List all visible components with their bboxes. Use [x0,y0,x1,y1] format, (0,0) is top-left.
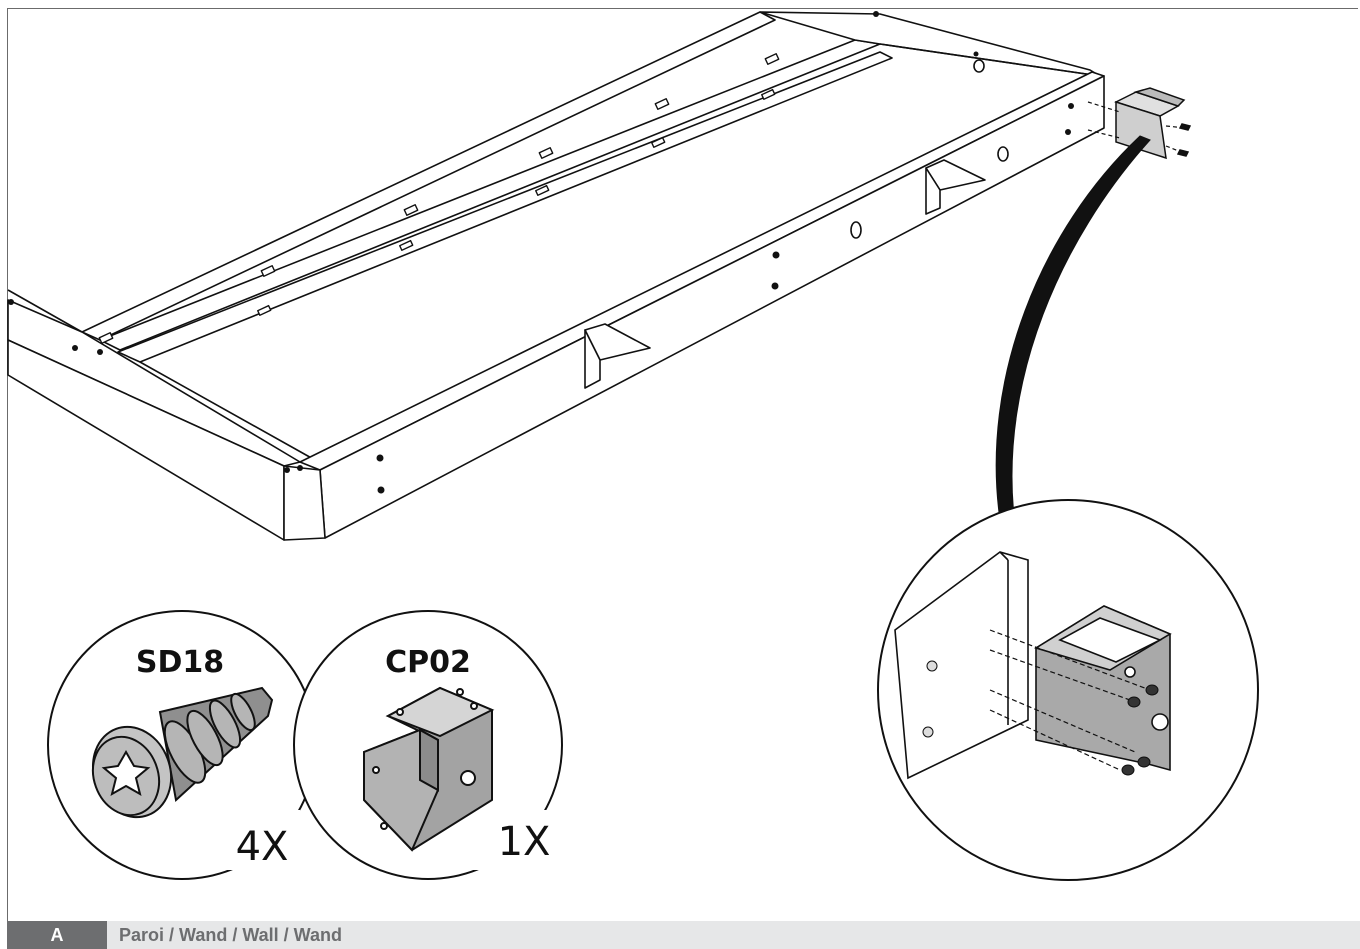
part-circle-cp02: CP02 1X [293,610,563,880]
corner-bracket-icon [363,686,495,852]
wall-frame-drawing [7,11,1105,541]
quantity-sd18: 4X [236,824,289,870]
callout-connector [995,135,1151,521]
corner-bracket-small [1087,87,1192,160]
part-circle-sd18: SD18 4X [47,610,317,880]
part-code-sd18: SD18 [136,645,224,680]
step-caption: Paroi / Wand / Wall / Wand [119,924,343,945]
detail-zoom-circle [877,499,1259,881]
quantity-cp02: 1X [498,819,551,865]
screw-icon [91,686,274,819]
step-letter: A [7,921,107,949]
illustration-frame [7,8,1358,921]
part-code-cp02: CP02 [385,645,471,680]
step-footer: A Paroi / Wand / Wall / Wand [7,921,1360,949]
